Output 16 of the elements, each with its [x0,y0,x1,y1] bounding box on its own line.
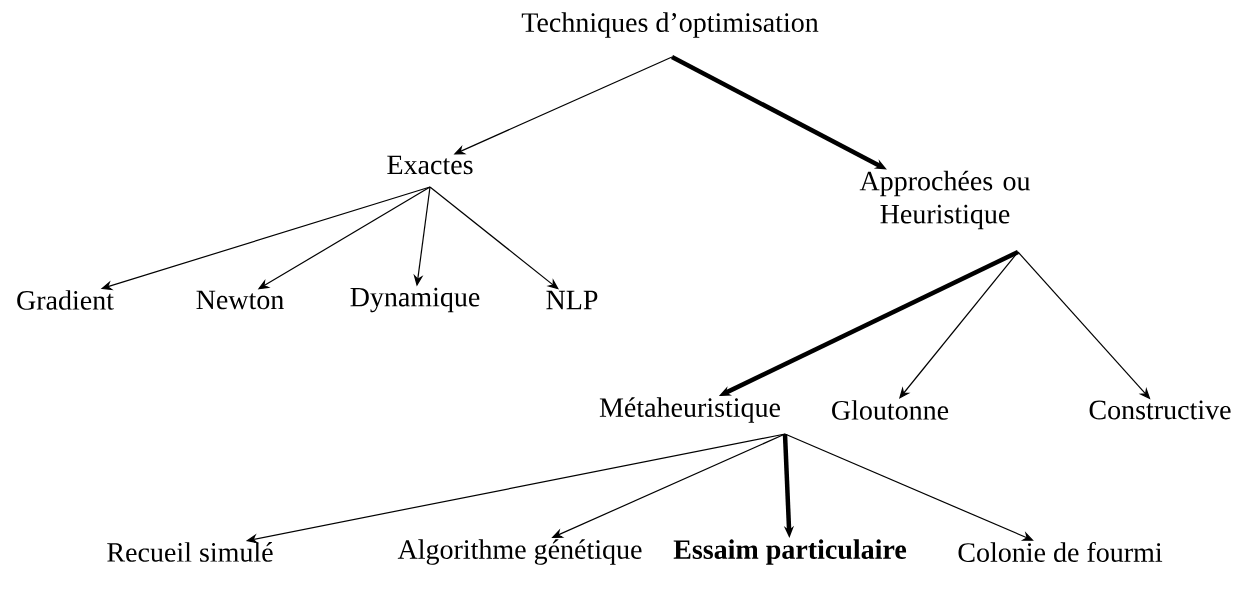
node-label: Métaheuristique [599,397,780,423]
node-label: Dynamique [350,287,480,313]
node-label: Approchées ou Heuristique [859,170,1031,230]
node-label: NLP [546,290,598,310]
node-label: Gradient [17,290,114,310]
arrow [784,433,1034,541]
node-label: Essaim particulaire [673,539,907,565]
node-label: Recueil simulé [107,542,273,562]
node-label: Techniques d’optimisation [521,12,819,38]
node-label: Constructive [1089,400,1231,420]
node-label: Colonie de fourmi [958,542,1163,562]
node-label: Algorithme génétique [397,539,642,565]
arrow [429,186,559,290]
node-label: Newton [196,290,284,310]
node-label: Gloutonne [832,400,949,420]
node-label: Exactes [387,155,473,175]
